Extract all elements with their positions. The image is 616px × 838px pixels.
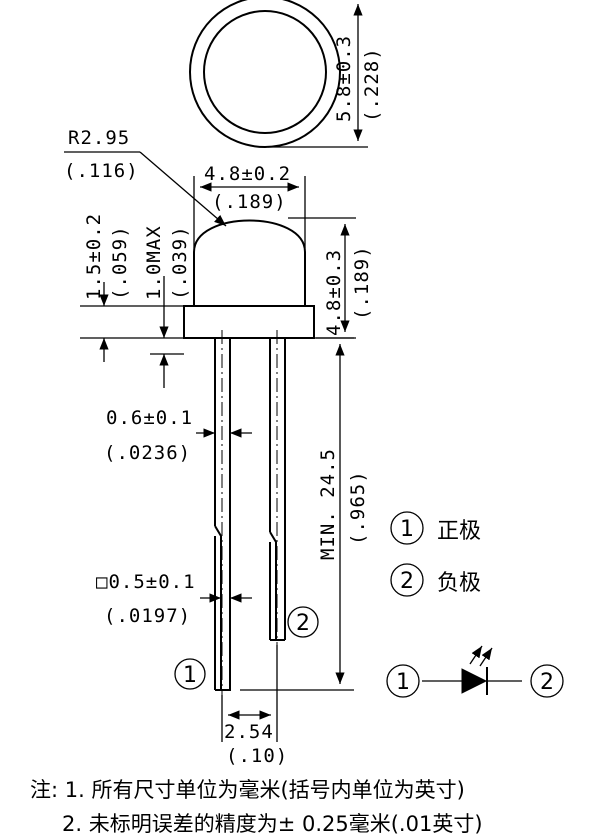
leads xyxy=(214,330,286,700)
flange-max-label: 1.0MAX xyxy=(143,225,165,300)
lead-square-label: □0.5±0.1 xyxy=(96,571,196,593)
top-view-inner-circle xyxy=(203,10,327,134)
flange-max-dim: 1.0MAX (.039) xyxy=(143,225,191,388)
legend-label-negative: 负极 xyxy=(437,571,481,596)
radius-leader xyxy=(139,151,227,227)
polarity-legend: 1 正极 2 负极 xyxy=(390,511,481,597)
symbol-right-marker: 2 xyxy=(540,670,554,695)
flange-height-label: 1.5±0.2 xyxy=(83,213,105,300)
pin2-marker-circle xyxy=(287,606,319,638)
lead-width-dim: 0.6±0.1 (.0236) xyxy=(104,407,252,464)
lead-width-label: 0.6±0.1 xyxy=(106,407,193,429)
top-view-outer-circle xyxy=(189,0,341,148)
body-height-inch-label: (.189) xyxy=(351,245,373,320)
led-body xyxy=(183,219,315,339)
diode-triangle-icon xyxy=(461,668,488,694)
pitch-inch-label: (.10) xyxy=(226,745,288,767)
legend-marker-1: 1 xyxy=(400,517,414,542)
led-schematic-symbol: 1 2 xyxy=(386,645,564,698)
pitch-label: 2.54 xyxy=(224,721,274,743)
legend-marker-2: 2 xyxy=(400,569,414,594)
light-ray-icon xyxy=(469,645,483,665)
lead-width-inch-label: (.0236) xyxy=(104,442,191,464)
lens-width-label: 4.8±0.2 xyxy=(204,163,291,185)
symbol-left-marker: 1 xyxy=(396,670,410,695)
lead-length-dim: MIN. 24.5 (.965) xyxy=(240,337,369,691)
note-line-1: 注: 1. 所有尺寸单位为毫米(括号内单位为英寸) xyxy=(30,778,465,802)
diameter-label: 5.8±0.3 xyxy=(333,35,355,122)
lead-square-inch-label: (.0197) xyxy=(104,605,191,627)
flange-height-inch-label: (.059) xyxy=(109,225,131,300)
led-lens xyxy=(193,219,306,306)
body-height-label: 4.8±0.3 xyxy=(323,249,345,336)
flange-max-inch-label: (.039) xyxy=(169,225,191,300)
led-dimension-drawing: 5.8±0.3 (.228) R2.95 (.116) 4.8±0.2 (.18… xyxy=(64,0,564,767)
lens-width-inch-label: (.189) xyxy=(212,191,287,213)
flange-height-dim: 1.5±0.2 (.059) xyxy=(80,213,184,362)
led-flange xyxy=(183,305,315,339)
top-view: 5.8±0.3 (.228) xyxy=(189,0,383,148)
pin2-marker: 2 xyxy=(296,611,310,636)
pin-markers: 1 2 xyxy=(174,606,319,690)
radius-callout: R2.95 (.116) xyxy=(64,127,227,227)
radius-inch-label: (.116) xyxy=(64,160,139,182)
lens-width-dim: 4.8±0.2 (.189) xyxy=(193,163,306,248)
diameter-inch-label: (.228) xyxy=(361,47,383,122)
lead-square-dim: □0.5±0.1 (.0197) xyxy=(96,571,252,627)
lead-length-inch-label: (.965) xyxy=(347,470,369,545)
body-height-dim: 4.8±0.3 (.189) xyxy=(288,217,373,339)
radius-label: R2.95 xyxy=(68,127,130,149)
pin1-marker: 1 xyxy=(183,663,197,688)
pitch-dim: 2.54 (.10) xyxy=(221,645,288,767)
legend-label-positive: 正极 xyxy=(437,519,481,544)
pin1-marker-circle xyxy=(174,658,206,690)
note-line-2: 2. 未标明误差的精度为± 0.25毫米(.01英寸) xyxy=(62,812,483,836)
lead-length-label: MIN. 24.5 xyxy=(317,448,339,560)
